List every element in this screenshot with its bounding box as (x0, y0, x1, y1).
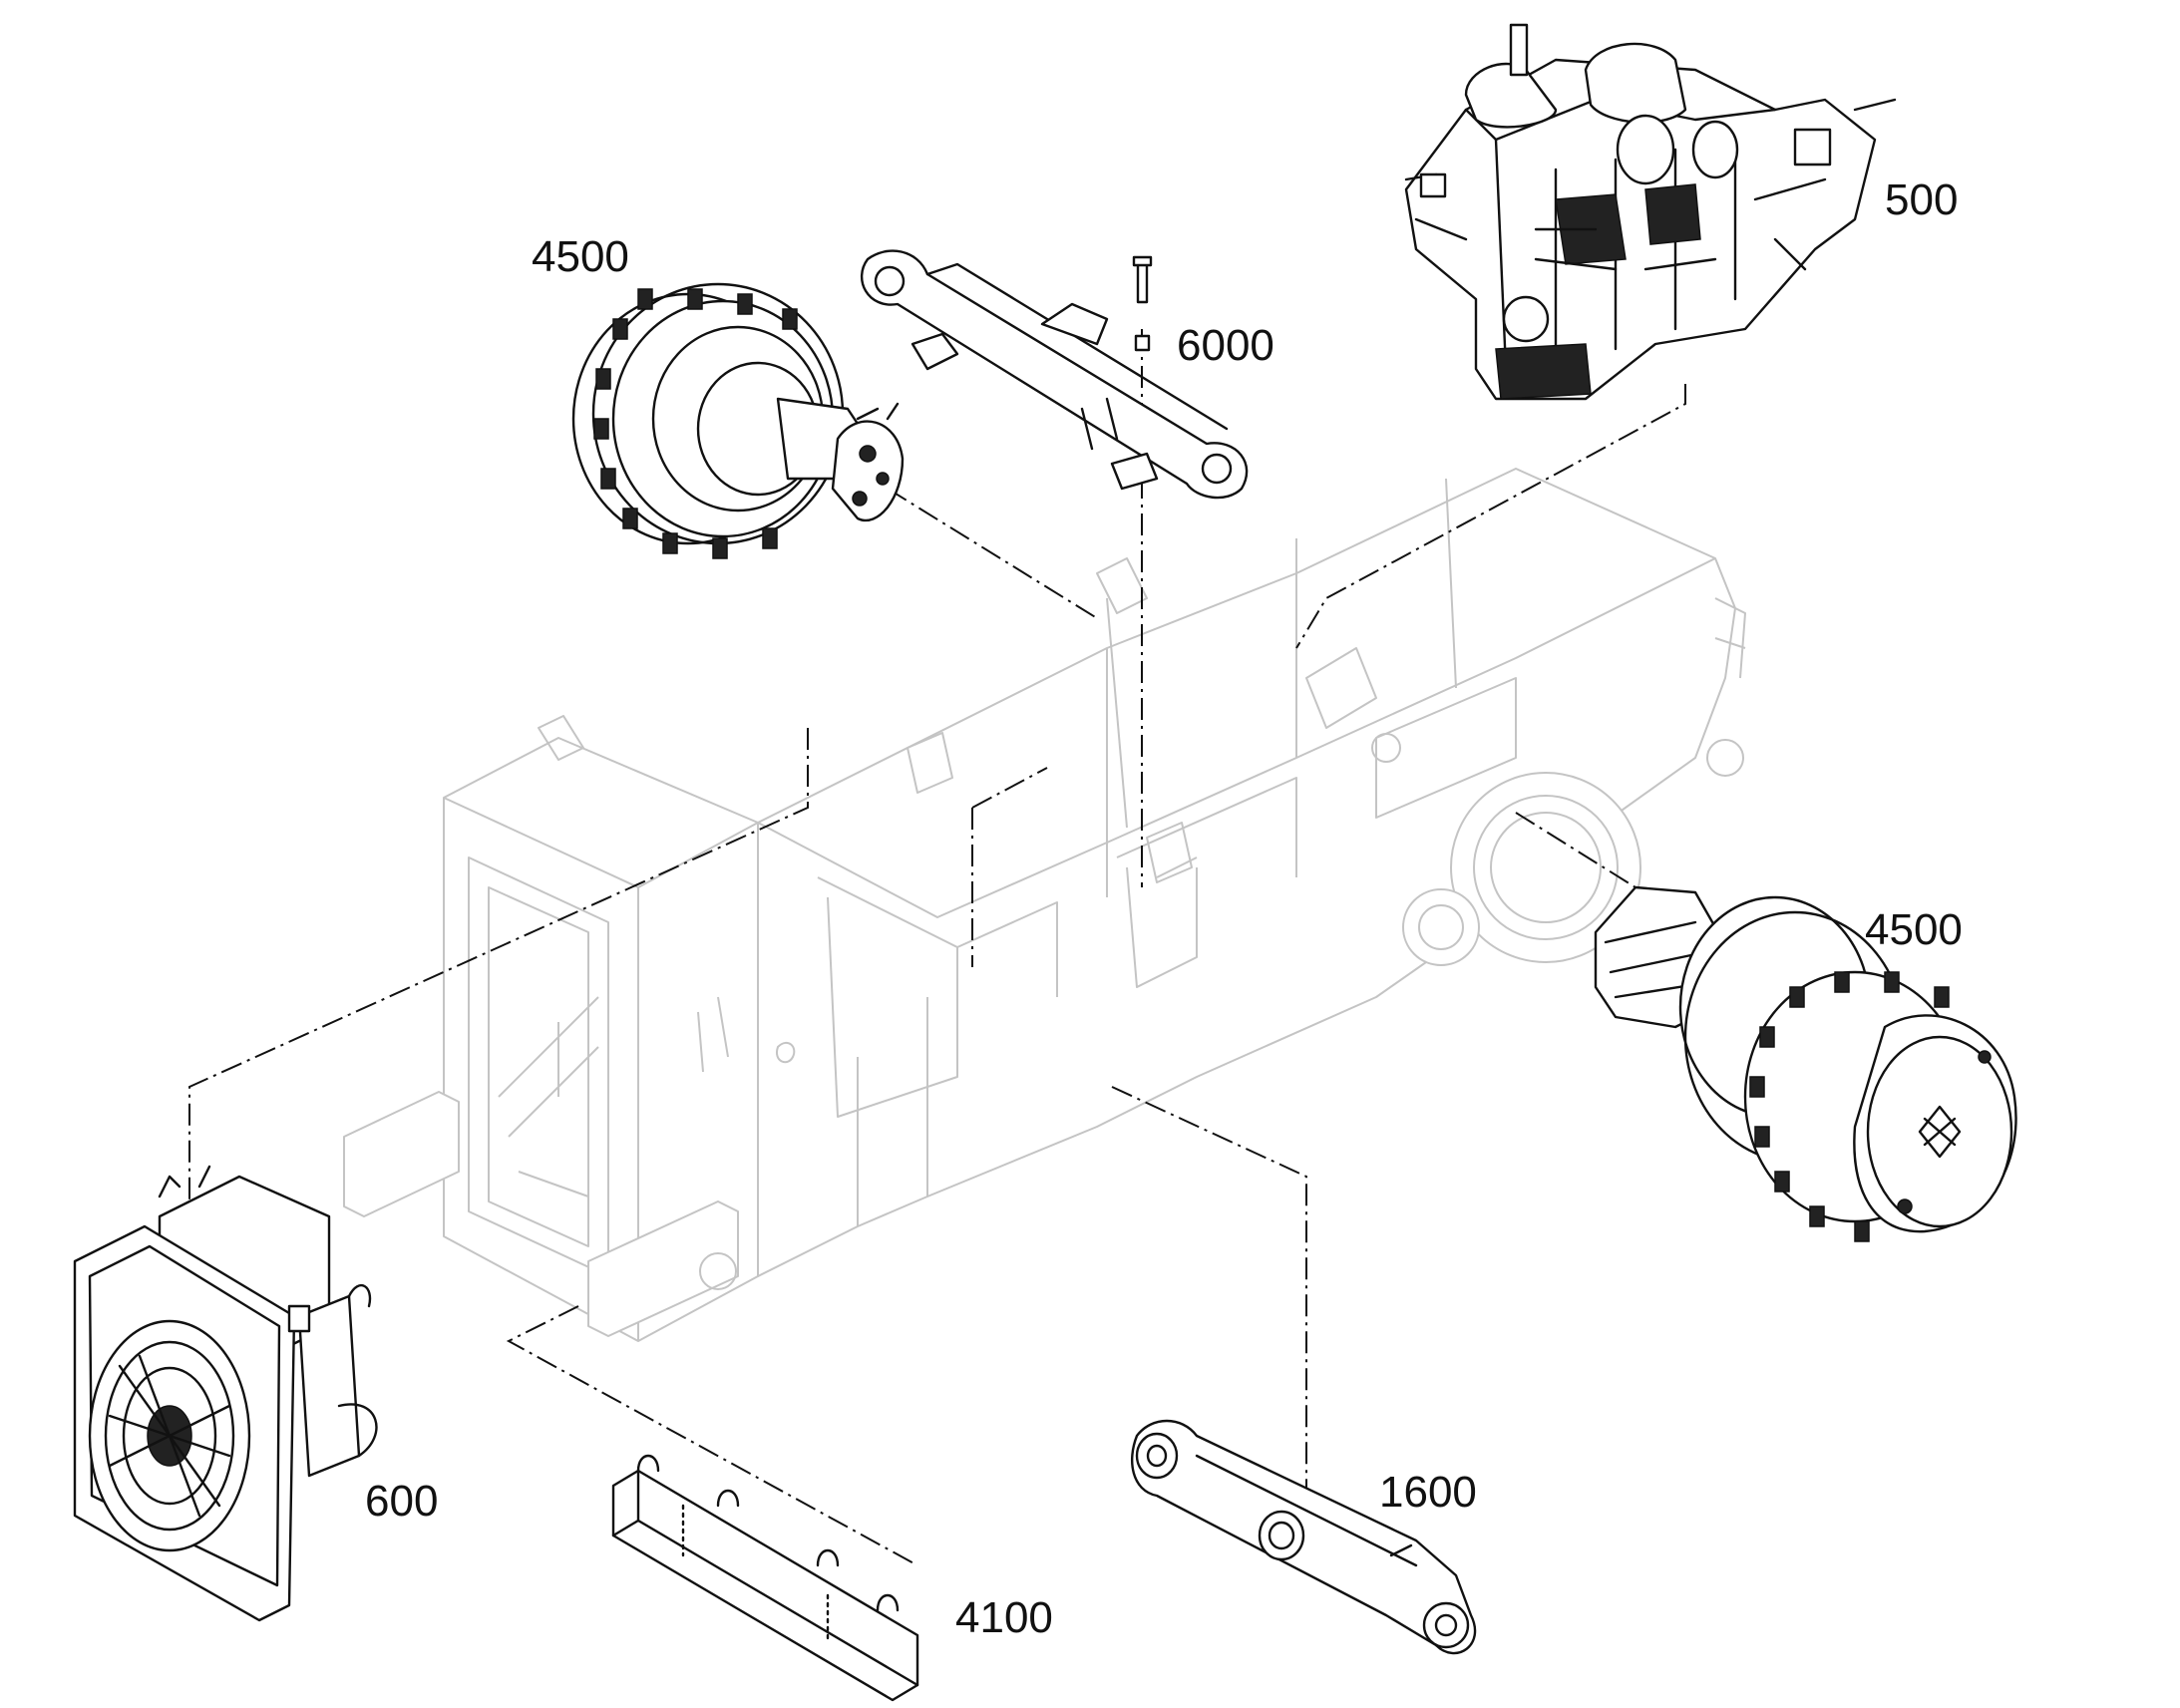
callout-front-final-drive: 4500 (532, 232, 629, 281)
rear-final-drive[interactable] (1594, 885, 2017, 1242)
callout-counterweight-bar: 4100 (955, 1593, 1053, 1642)
callout-cooler: 600 (365, 1477, 438, 1526)
front-final-drive[interactable] (571, 282, 905, 559)
link-arm[interactable] (1130, 1419, 1477, 1655)
callout-link-arm: 1600 (1379, 1468, 1477, 1517)
callout-engine: 500 (1885, 175, 1958, 224)
callout-rear-final-drive: 4500 (1865, 905, 1963, 954)
counterweight-bar[interactable] (611, 1454, 919, 1702)
callout-bracket: 6000 (1177, 321, 1274, 370)
cooler[interactable] (73, 1165, 378, 1622)
callout-labels: 500 4500 6000 4500 600 1600 4100 (365, 175, 1963, 1642)
engine[interactable] (1404, 23, 1897, 401)
bracket[interactable] (860, 249, 1249, 500)
main-frame (343, 468, 1746, 1342)
